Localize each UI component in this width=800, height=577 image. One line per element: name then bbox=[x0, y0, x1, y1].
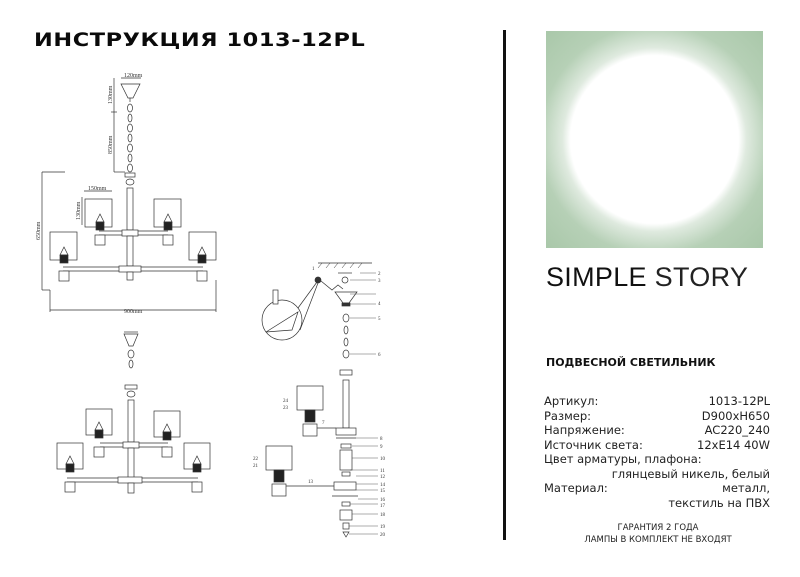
part-number: 18 bbox=[380, 513, 386, 518]
part-number: 16 bbox=[380, 498, 386, 503]
part-number: 14 bbox=[380, 483, 386, 488]
spec-value: текстиль на ПВХ bbox=[668, 495, 770, 510]
part-number: 8 bbox=[380, 437, 383, 442]
dim-shade-height: 130mm bbox=[76, 201, 82, 220]
spec-label: Материал: bbox=[544, 481, 608, 495]
part-number: 23 bbox=[283, 406, 289, 411]
part-number: 6 bbox=[378, 353, 381, 358]
brand-word-2: STORY bbox=[654, 262, 749, 292]
spec-value: металл, bbox=[722, 481, 770, 495]
spec-value: 1013-12PL bbox=[708, 394, 770, 408]
spec-row-material-value: текстиль на ПВХ bbox=[544, 496, 770, 511]
part-number: 21 bbox=[253, 464, 259, 469]
spec-value: глянцевый никель, белый bbox=[611, 466, 770, 481]
part-number: 3 bbox=[378, 279, 381, 284]
spec-row-color: Цвет арматуры, плафона: bbox=[544, 452, 770, 467]
part-number: 13 bbox=[308, 480, 314, 485]
part-number: 22 bbox=[253, 457, 259, 462]
spec-row-material: Материал: металл, bbox=[544, 481, 770, 496]
part-number: 17 bbox=[380, 504, 386, 509]
brand-logo: SIMPLE STORY bbox=[546, 262, 748, 293]
spec-label: Размер: bbox=[544, 408, 592, 423]
spec-label: Напряжение: bbox=[544, 423, 625, 437]
product-image bbox=[546, 31, 763, 248]
part-number: 20 bbox=[380, 533, 386, 538]
spec-row-article: Артикул: 1013-12PL bbox=[544, 394, 770, 409]
spec-label: Цвет арматуры, плафона: bbox=[544, 452, 702, 466]
part-number: 12 bbox=[380, 475, 386, 480]
dim-total-height: 650mm bbox=[36, 221, 42, 240]
spec-value: D900xH650 bbox=[701, 408, 770, 423]
page-title: ИНСТРУКЦИЯ 1013-12PL bbox=[34, 29, 366, 51]
spec-list: Артикул: 1013-12PL Размер: D900xH650 Нап… bbox=[544, 394, 770, 510]
part-number: 15 bbox=[380, 489, 386, 494]
part-number: 7 bbox=[322, 421, 325, 426]
dim-canopy-height: 130mm bbox=[108, 85, 114, 104]
part-number: 2 bbox=[378, 272, 381, 277]
part-number: 1 bbox=[312, 267, 315, 272]
dim-total-width: 900mm bbox=[124, 309, 143, 315]
dim-chain-length: 850mm bbox=[108, 135, 114, 154]
part-number: 11 bbox=[380, 469, 385, 474]
technical-drawing: 120mm 130mm 850mm 650mm 150mm 130mm 900m… bbox=[36, 73, 386, 538]
lamps-note: ЛАМПЫ В КОМПЛЕКТ НЕ ВХОДЯТ bbox=[584, 535, 732, 545]
warranty-note: ГАРАНТИЯ 2 ГОДА bbox=[617, 523, 699, 533]
chain bbox=[127, 103, 133, 173]
product-type: ПОДВЕСНОЙ СВЕТИЛЬНИК bbox=[546, 356, 716, 369]
spec-label: Артикул: bbox=[544, 394, 599, 408]
part-number: 9 bbox=[380, 445, 383, 450]
spec-row-light-source: Источник света: 12xE14 40W bbox=[544, 438, 770, 453]
spec-row-voltage: Напряжение: AC220_240 bbox=[544, 423, 770, 438]
vertical-divider bbox=[503, 30, 506, 540]
part-number: 10 bbox=[380, 457, 386, 462]
part-number: 24 bbox=[283, 399, 289, 404]
footer-notes: ГАРАНТИЯ 2 ГОДА ЛАМПЫ В КОМПЛЕКТ НЕ ВХОД… bbox=[560, 522, 756, 546]
brand-word-1: SIMPLE bbox=[546, 262, 647, 292]
spec-value: AC220_240 bbox=[704, 423, 770, 437]
spec-value: 12xE14 40W bbox=[697, 437, 770, 452]
part-number: 5 bbox=[378, 317, 381, 322]
spec-row-size: Размер: D900xH650 bbox=[544, 409, 770, 424]
spec-label: Источник света: bbox=[544, 437, 643, 452]
part-number: 4 bbox=[378, 302, 381, 307]
part-number: 19 bbox=[380, 525, 386, 530]
dim-canopy-width: 120mm bbox=[124, 73, 143, 79]
dim-shade-width: 150mm bbox=[88, 186, 107, 192]
spec-row-color-value: глянцевый никель, белый bbox=[544, 467, 770, 482]
